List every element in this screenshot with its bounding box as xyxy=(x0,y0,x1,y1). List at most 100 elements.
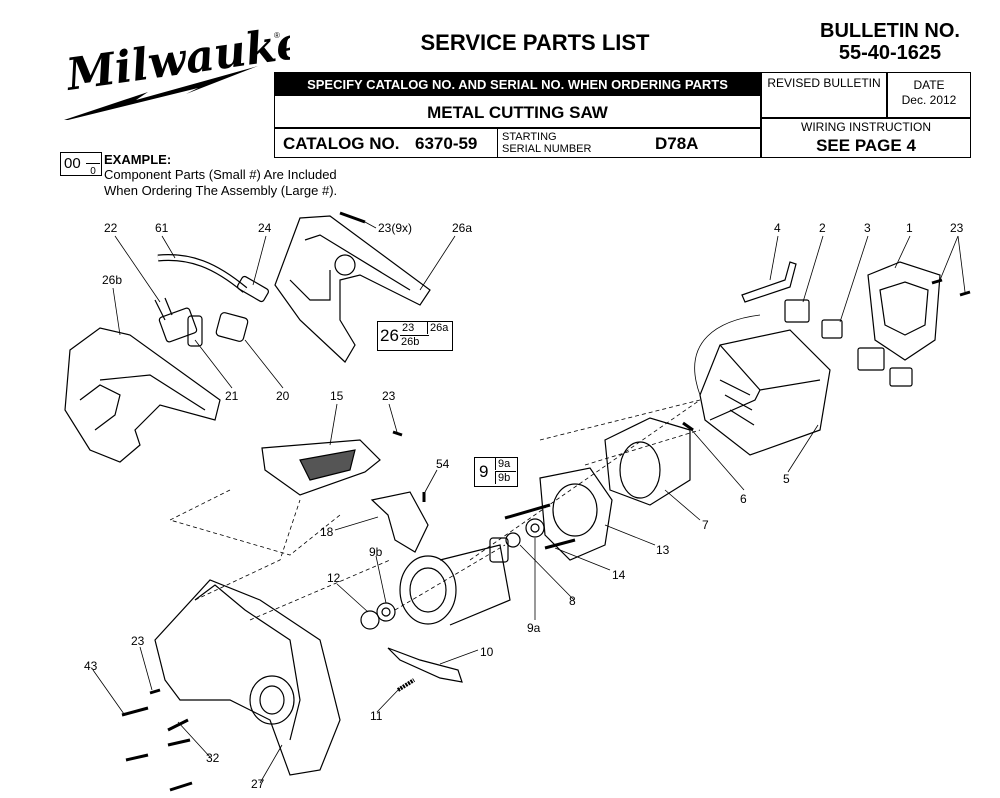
assembly-26-number: 26 xyxy=(380,326,399,345)
revised-bulletin-cell: REVISED BULLETIN xyxy=(761,72,887,118)
product-name: METAL CUTTING SAW xyxy=(274,95,761,128)
assembly-26-part-26b: 26b xyxy=(400,335,429,348)
example-line-1: Component Parts (Small #) Are Included xyxy=(104,167,337,182)
callout-23-a: 23 xyxy=(382,389,396,403)
logo-lightning xyxy=(64,66,258,120)
handle-housing-26b xyxy=(64,327,221,463)
callout-23-b: 23 xyxy=(950,221,964,235)
top-handle xyxy=(261,439,381,496)
callout-12: 12 xyxy=(327,571,341,585)
screw-43 xyxy=(121,706,149,717)
spring-11 xyxy=(396,678,416,692)
wiring-value: SEE PAGE 4 xyxy=(816,136,916,155)
callout-18: 18 xyxy=(320,525,334,539)
example-big-number: 00 xyxy=(64,155,81,172)
catalog-divider xyxy=(497,129,498,157)
callout-32: 32 xyxy=(206,751,220,765)
assembly-26-part-23: 23 xyxy=(402,322,415,334)
field xyxy=(604,417,691,506)
switch xyxy=(154,297,203,347)
assembly-lines xyxy=(168,399,701,621)
serial-number-label: SERIAL NUMBER xyxy=(502,143,592,155)
assembly-9-part-9a: 9a xyxy=(495,458,516,470)
motor-housing xyxy=(699,329,831,456)
brush-holder-2 xyxy=(784,299,810,323)
switch-lever xyxy=(215,312,249,342)
callout-2: 2 xyxy=(819,221,826,235)
callout-13: 13 xyxy=(656,543,670,557)
brush-3 xyxy=(821,319,843,339)
ring-12 xyxy=(360,610,380,630)
callout-6: 6 xyxy=(740,492,747,506)
callout-61: 61 xyxy=(155,221,169,235)
assembly-9-part-9b: 9b xyxy=(495,471,516,484)
bulletin-label: BULLETIN NO. xyxy=(820,20,960,42)
catalog-label: CATALOG NO. xyxy=(283,134,400,153)
logo-trademark: ® xyxy=(274,31,280,40)
bearing-9b xyxy=(376,602,396,622)
callout-15: 15 xyxy=(330,389,344,403)
bulletin-number: 55-40-1625 xyxy=(838,42,942,64)
callout-9a: 9a xyxy=(527,621,541,635)
exploded-parts-diagram xyxy=(64,211,971,792)
handle-housing-26a xyxy=(274,215,431,363)
callout-21: 21 xyxy=(225,389,239,403)
callout-5: 5 xyxy=(783,472,790,486)
callout-1: 1 xyxy=(906,221,913,235)
callout-24: 24 xyxy=(258,221,272,235)
callout-9b: 9b xyxy=(369,545,383,559)
hex-wrench xyxy=(741,261,797,303)
date-value: Dec. 2012 xyxy=(901,93,957,107)
screw xyxy=(339,211,366,224)
catalog-number: 6370-59 xyxy=(415,134,478,153)
date-cell: DATE Dec. 2012 xyxy=(887,72,971,118)
callout-14: 14 xyxy=(612,568,626,582)
catalog-row: CATALOG NO. 6370-59 STARTING SERIAL NUMB… xyxy=(274,128,761,158)
callout-43: 43 xyxy=(84,659,98,673)
wiring-cell: WIRING INSTRUCTION SEE PAGE 4 xyxy=(761,118,971,158)
date-label: DATE xyxy=(913,78,945,92)
gear-housing xyxy=(154,579,341,776)
washer-8 xyxy=(505,532,521,548)
blade-guard-part xyxy=(370,491,429,553)
bearing-9a xyxy=(525,518,545,538)
starting-label: STARTING xyxy=(502,131,557,143)
callout-26b: 26b xyxy=(102,273,123,287)
page-title: SERVICE PARTS LIST xyxy=(420,30,650,55)
battery-housing xyxy=(867,261,941,361)
callout-8: 8 xyxy=(569,594,576,608)
end-plate xyxy=(539,467,613,561)
callout-10: 10 xyxy=(480,645,494,659)
assembly-9-number: 9 xyxy=(479,462,489,481)
bulletin-block: BULLETIN NO. 55-40-1625 xyxy=(790,20,990,64)
assembly-9-box: 9 9a 9b xyxy=(474,457,518,487)
specify-banner: SPECIFY CATALOG NO. AND SERIAL NO. WHEN … xyxy=(274,72,761,95)
screw-14 xyxy=(504,503,551,520)
callout-22: 22 xyxy=(104,221,118,235)
callout-7: 7 xyxy=(702,518,709,532)
callout-23-9x: 23(9x) xyxy=(378,221,413,235)
callout-11: 11 xyxy=(370,709,383,723)
armature xyxy=(399,537,511,626)
callout-4: 4 xyxy=(774,221,781,235)
example-box: 00 0 xyxy=(60,152,102,177)
strain-relief xyxy=(237,275,269,303)
callout-20: 20 xyxy=(276,389,290,403)
example-small-number: 0 xyxy=(86,163,100,180)
callout-23-c: 23 xyxy=(131,634,145,648)
revised-label: REVISED BULLETIN xyxy=(767,76,881,90)
wiring-label: WIRING INSTRUCTION xyxy=(801,120,931,134)
leader-lines xyxy=(92,221,966,784)
milwaukee-logo: Milwaukee ® xyxy=(61,22,290,120)
spindle-lock xyxy=(387,647,463,683)
callout-26a: 26a xyxy=(452,221,473,235)
example-label: EXAMPLE: xyxy=(104,152,172,167)
starting-serial-label: STARTING SERIAL NUMBER xyxy=(502,131,591,155)
callout-54: 54 xyxy=(436,457,450,471)
assembly-26-box: 26 23 26a 26b xyxy=(377,321,453,351)
callout-3: 3 xyxy=(864,221,871,235)
example-line-2: When Ordering The Assembly (Large #). xyxy=(104,183,338,198)
assembly-26-part-26a: 26a xyxy=(427,322,448,334)
pin-6 xyxy=(682,421,694,432)
serial-code: D78A xyxy=(655,134,699,153)
